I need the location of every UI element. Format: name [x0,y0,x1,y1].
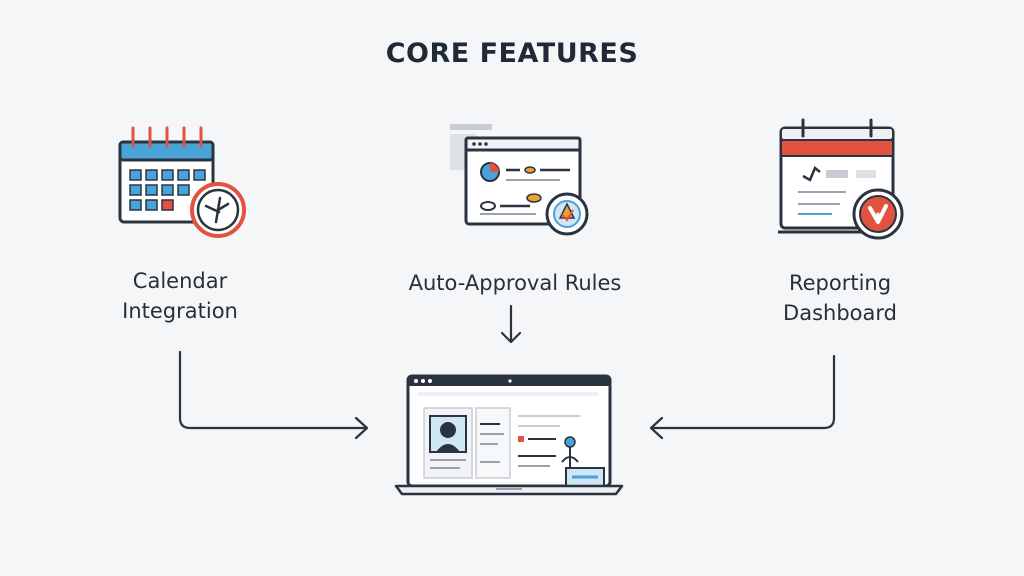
feature-label-line: Calendar [132,269,228,293]
calendar-clock-icon [118,126,246,238]
report-calendar-icon [778,118,904,240]
arrow-calendar-to-center [178,350,369,440]
feature-label-calendar: Calendar Integration [90,266,270,326]
arrow-reporting-to-center [649,354,836,440]
arrow-auto-approval-to-center [500,304,522,344]
feature-label-auto-approval: Auto-Approval Rules [385,268,645,298]
feature-label-line: Integration [122,299,238,323]
feature-label-line: Dashboard [783,301,897,325]
feature-label-line: Reporting [788,271,892,295]
laptop-dashboard-icon [394,374,624,496]
feature-label-reporting: Reporting Dashboard [745,268,935,328]
feature-label-line: Auto-Approval Rules [408,271,622,295]
diagram-title: CORE FEATURES [385,38,639,69]
window-rules-icon [450,124,589,236]
